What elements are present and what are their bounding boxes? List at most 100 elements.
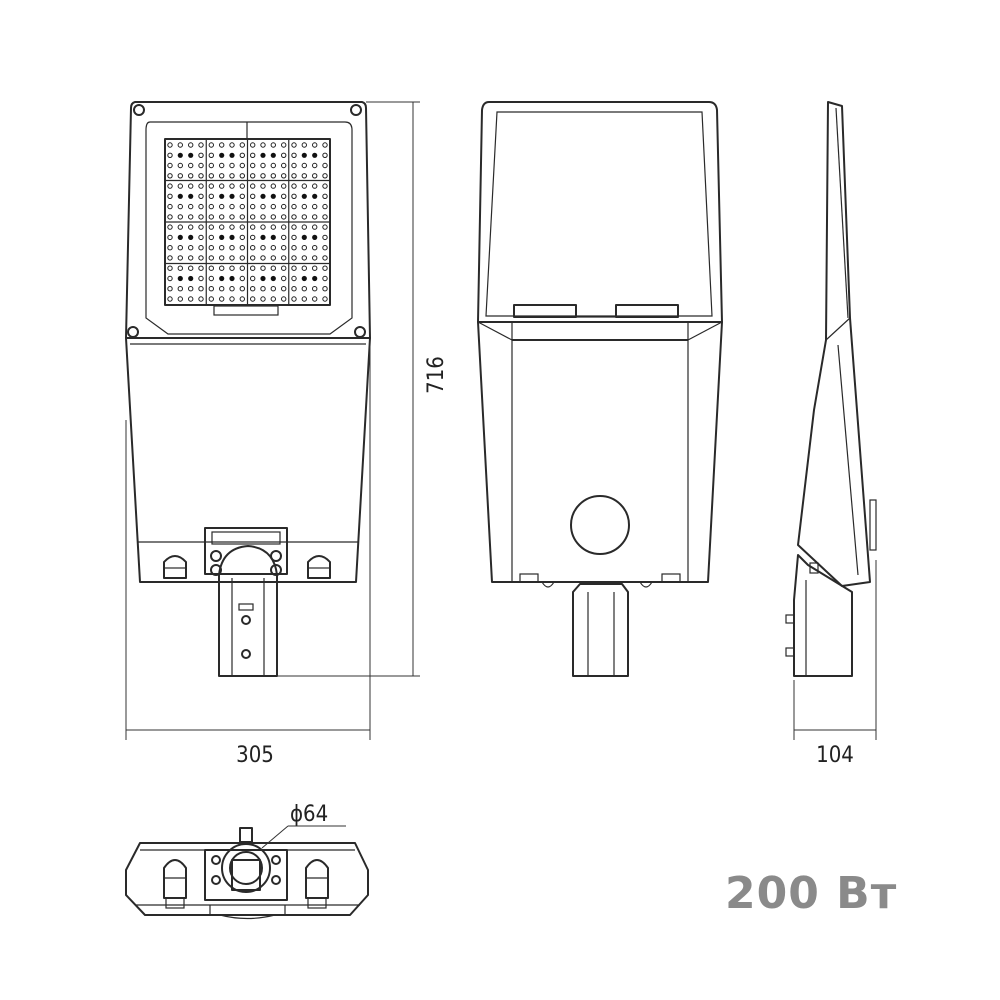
led-dot [291,265,297,271]
led-dot [188,255,194,261]
led-dot [188,224,194,230]
led-dot [250,245,256,251]
led-dot [260,162,266,169]
led-dot [270,224,276,230]
depth-dimension: 104 [793,560,877,768]
led-dot [177,183,184,189]
led-dot [219,265,225,271]
width-dimension: 305 [125,340,371,768]
led-dot [208,286,215,292]
led-dot [167,265,173,271]
led-dot [312,255,318,261]
led-dot [291,275,297,282]
led-dot [239,265,246,271]
led-dot [219,224,225,230]
led-dot [239,245,246,251]
led-dot [312,224,318,230]
led-dot [167,255,173,261]
led-dot [239,162,246,169]
led-dot [322,286,328,292]
led-dot [260,296,266,302]
led-dot [250,296,256,302]
led-dot [291,214,297,220]
led-dot [219,214,225,220]
led-dot [177,142,184,148]
led-dot [229,152,235,158]
led-dot [239,203,246,210]
led-dot [208,245,215,251]
led-dot [208,265,215,271]
led-dot [177,296,184,302]
led-dot [281,234,287,241]
led-dot [198,162,204,169]
led-dot [291,183,297,189]
led-dot [322,203,328,210]
led-dot [281,245,287,251]
led-dot [301,265,307,271]
led-dot [167,203,173,210]
led-dot [188,296,194,302]
led-dot [198,203,204,210]
led-dot [322,224,328,230]
led-dot [270,203,276,210]
led-dot [239,214,246,220]
bottom-view [125,827,369,920]
led-dot [301,193,307,199]
back-view [477,101,723,677]
led-dot [239,183,246,189]
led-dot [198,142,204,148]
led-dot [312,193,318,199]
led-dot [239,296,246,302]
led-dot [167,193,173,200]
led-dot [322,234,328,241]
led-dot [188,193,194,199]
led-dot [250,234,256,241]
led-dot [281,173,287,179]
led-dot [312,296,318,302]
led-dot [198,214,204,220]
led-dot [291,203,297,210]
led-dot [177,275,183,282]
led-dot [239,152,246,159]
led-dot [281,193,287,200]
led-dot [260,183,266,189]
led-dot [291,255,297,261]
led-dot [291,234,297,241]
led-dot [219,152,225,158]
led-dot [301,245,307,251]
led-dot [219,245,225,251]
led-dot [281,214,287,220]
led-dot [322,255,328,261]
led-dot [281,162,287,169]
led-dot [177,214,184,220]
led-dot [208,152,215,159]
led-dot [260,255,266,261]
led-dot [281,286,287,292]
led-dot [177,162,184,169]
led-dot [229,214,235,220]
led-dot [260,286,266,292]
led-dot [188,152,194,158]
led-dot [260,152,266,158]
led-dot [270,286,276,292]
led-dot [250,173,256,179]
led-dot [281,203,287,210]
led-dot [281,296,287,302]
led-dot [301,152,307,158]
led-dot [239,142,246,148]
led-dot [250,286,256,292]
led-dot [219,203,225,210]
led-dot [188,234,194,240]
led-dot [219,183,225,189]
led-dot [208,255,215,261]
led-dot [188,183,194,189]
led-dot [208,214,215,220]
led-dot [291,142,297,148]
led-dot [208,173,215,179]
led-dot [291,224,297,230]
led-dot [229,265,235,271]
led-dot [177,203,184,210]
led-dot [281,152,287,159]
led-dot [167,173,173,179]
led-dot [219,193,225,199]
